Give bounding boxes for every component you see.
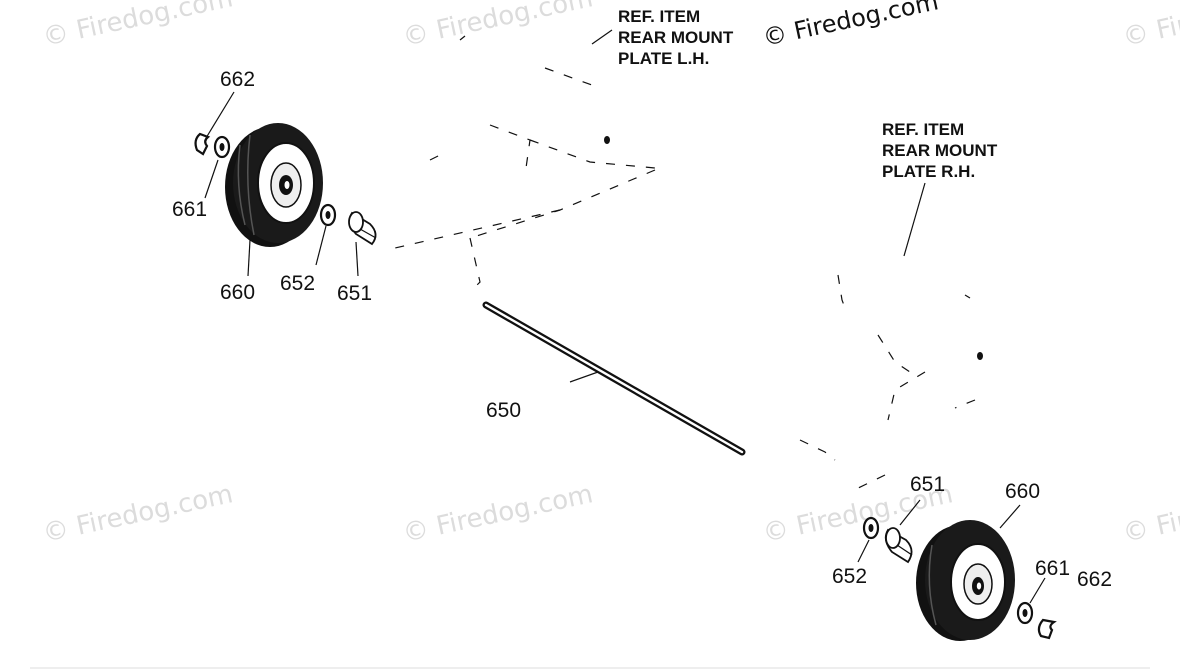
- spacer-651: [884, 527, 913, 564]
- part-number-652: 652: [280, 272, 315, 295]
- spacer-651: [348, 211, 378, 246]
- watermark: © Firedog.com: [40, 479, 235, 549]
- leader-651: [899, 499, 921, 526]
- leader-660: [999, 504, 1021, 529]
- ref-rh-leader: [903, 182, 926, 257]
- part-number-662: 662: [1077, 568, 1112, 591]
- ref-lh-line3: PLATE L.H.: [618, 49, 709, 68]
- part-number-650: 650: [486, 399, 521, 422]
- watermarks: © Firedog.com © Firedog.com © Firedog.co…: [40, 0, 1180, 549]
- wheel-660: [916, 520, 1015, 641]
- wheel-660: [225, 123, 323, 247]
- part-number-661: 661: [172, 198, 207, 221]
- leader-652: [857, 539, 870, 563]
- ref-lh-line2: REAR MOUNT: [618, 28, 734, 47]
- part-number-651: 651: [910, 473, 945, 496]
- part-number-660: 660: [1005, 480, 1040, 503]
- wheel-assembly-left: 662 661 660 652: [172, 68, 378, 305]
- part-number-662: 662: [220, 68, 255, 91]
- rear-mount-plate-lh-outline: [394, 35, 656, 293]
- leader-660: [247, 239, 251, 277]
- ref-lh-line1: REF. ITEM: [618, 7, 700, 26]
- ref-rh-line1: REF. ITEM: [882, 120, 964, 139]
- leader-651: [355, 241, 359, 277]
- hitch-pin-clip-662: [194, 132, 211, 156]
- axle-650: 650: [480, 301, 746, 456]
- part-number-660: 660: [220, 281, 255, 304]
- ref-rh-line2: REAR MOUNT: [882, 141, 998, 160]
- watermark: © Firedog.com: [760, 0, 940, 52]
- leader-650: [569, 371, 599, 383]
- leader-652: [315, 225, 327, 266]
- leader-662: [205, 91, 235, 139]
- watermark: © Firedog.com: [1120, 0, 1180, 53]
- mount-hole: [977, 352, 983, 360]
- watermark: © Firedog.com: [400, 0, 595, 53]
- ref-lh-leader: [591, 29, 613, 45]
- ref-callout-lh: REF. ITEM REAR MOUNT PLATE L.H. © Firedo…: [591, 0, 941, 68]
- watermark: © Firedog.com: [40, 0, 235, 53]
- ref-callout-rh: REF. ITEM REAR MOUNT PLATE R.H.: [882, 120, 998, 257]
- part-number-652: 652: [832, 565, 867, 588]
- part-number-661: 661: [1035, 557, 1070, 580]
- leader-661: [204, 159, 219, 199]
- mount-hole: [604, 136, 610, 144]
- watermark: © Firedog.com: [400, 479, 595, 549]
- watermark: © Firedog.com: [1120, 479, 1180, 549]
- hitch-pin-clip-662: [1037, 618, 1057, 640]
- wheel-assembly-right: 652 651 660 661 662: [832, 473, 1112, 641]
- part-number-651: 651: [337, 282, 372, 305]
- ref-rh-line3: PLATE R.H.: [882, 162, 975, 181]
- leader-661: [1029, 577, 1046, 604]
- rear-mount-plate-rh-outline: [799, 274, 983, 493]
